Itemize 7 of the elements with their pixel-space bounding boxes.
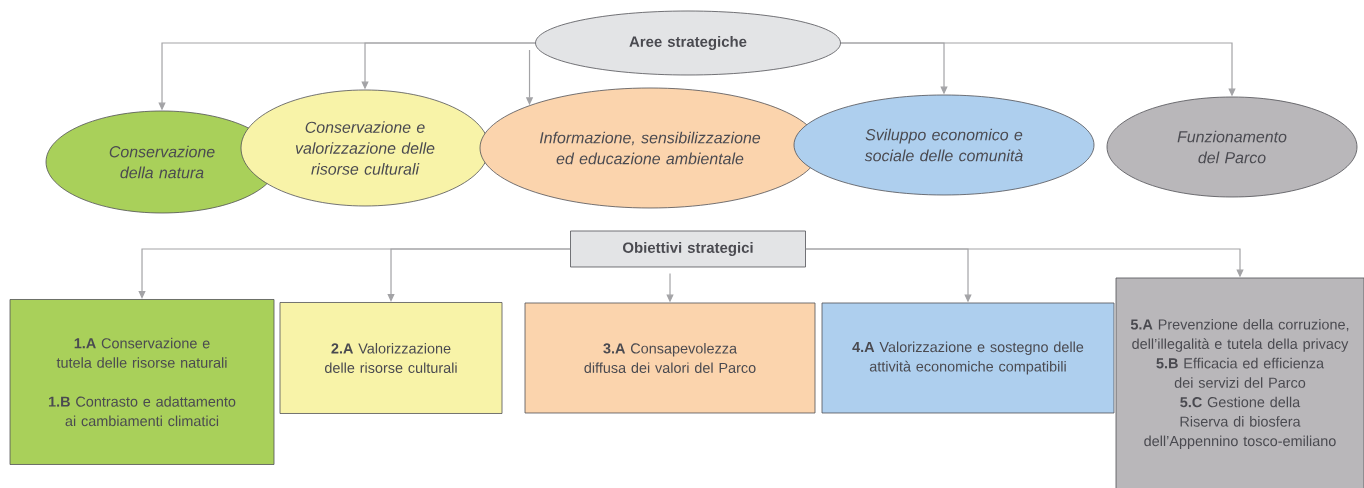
objective-box: 2.A Valorizzazione delle risorse culturali <box>279 302 503 414</box>
arrow <box>387 248 571 302</box>
objective-box: 3.A Consapevolezza diffusa dei valori del Parco <box>524 302 816 414</box>
heading-box: Obiettivi strategici <box>570 230 806 268</box>
objective-box: 4.A Valorizzazione e sostegno delle attività economiche compatibili <box>821 302 1115 414</box>
objective-box: 1.A Conservazione e tutela delle risorse naturali 1.B Contrasto e adattamento ai cambiamenti climatici <box>9 299 275 465</box>
objective-box: 5.A Prevenzione della corruzione, dell’illegalità e tutela della privacy 5.B Efficacia ed efficienza dei servizi del Parco 5.C Gestione della Riserva di biosfera dell’Appennino tosco-emiliano <box>1115 277 1364 488</box>
